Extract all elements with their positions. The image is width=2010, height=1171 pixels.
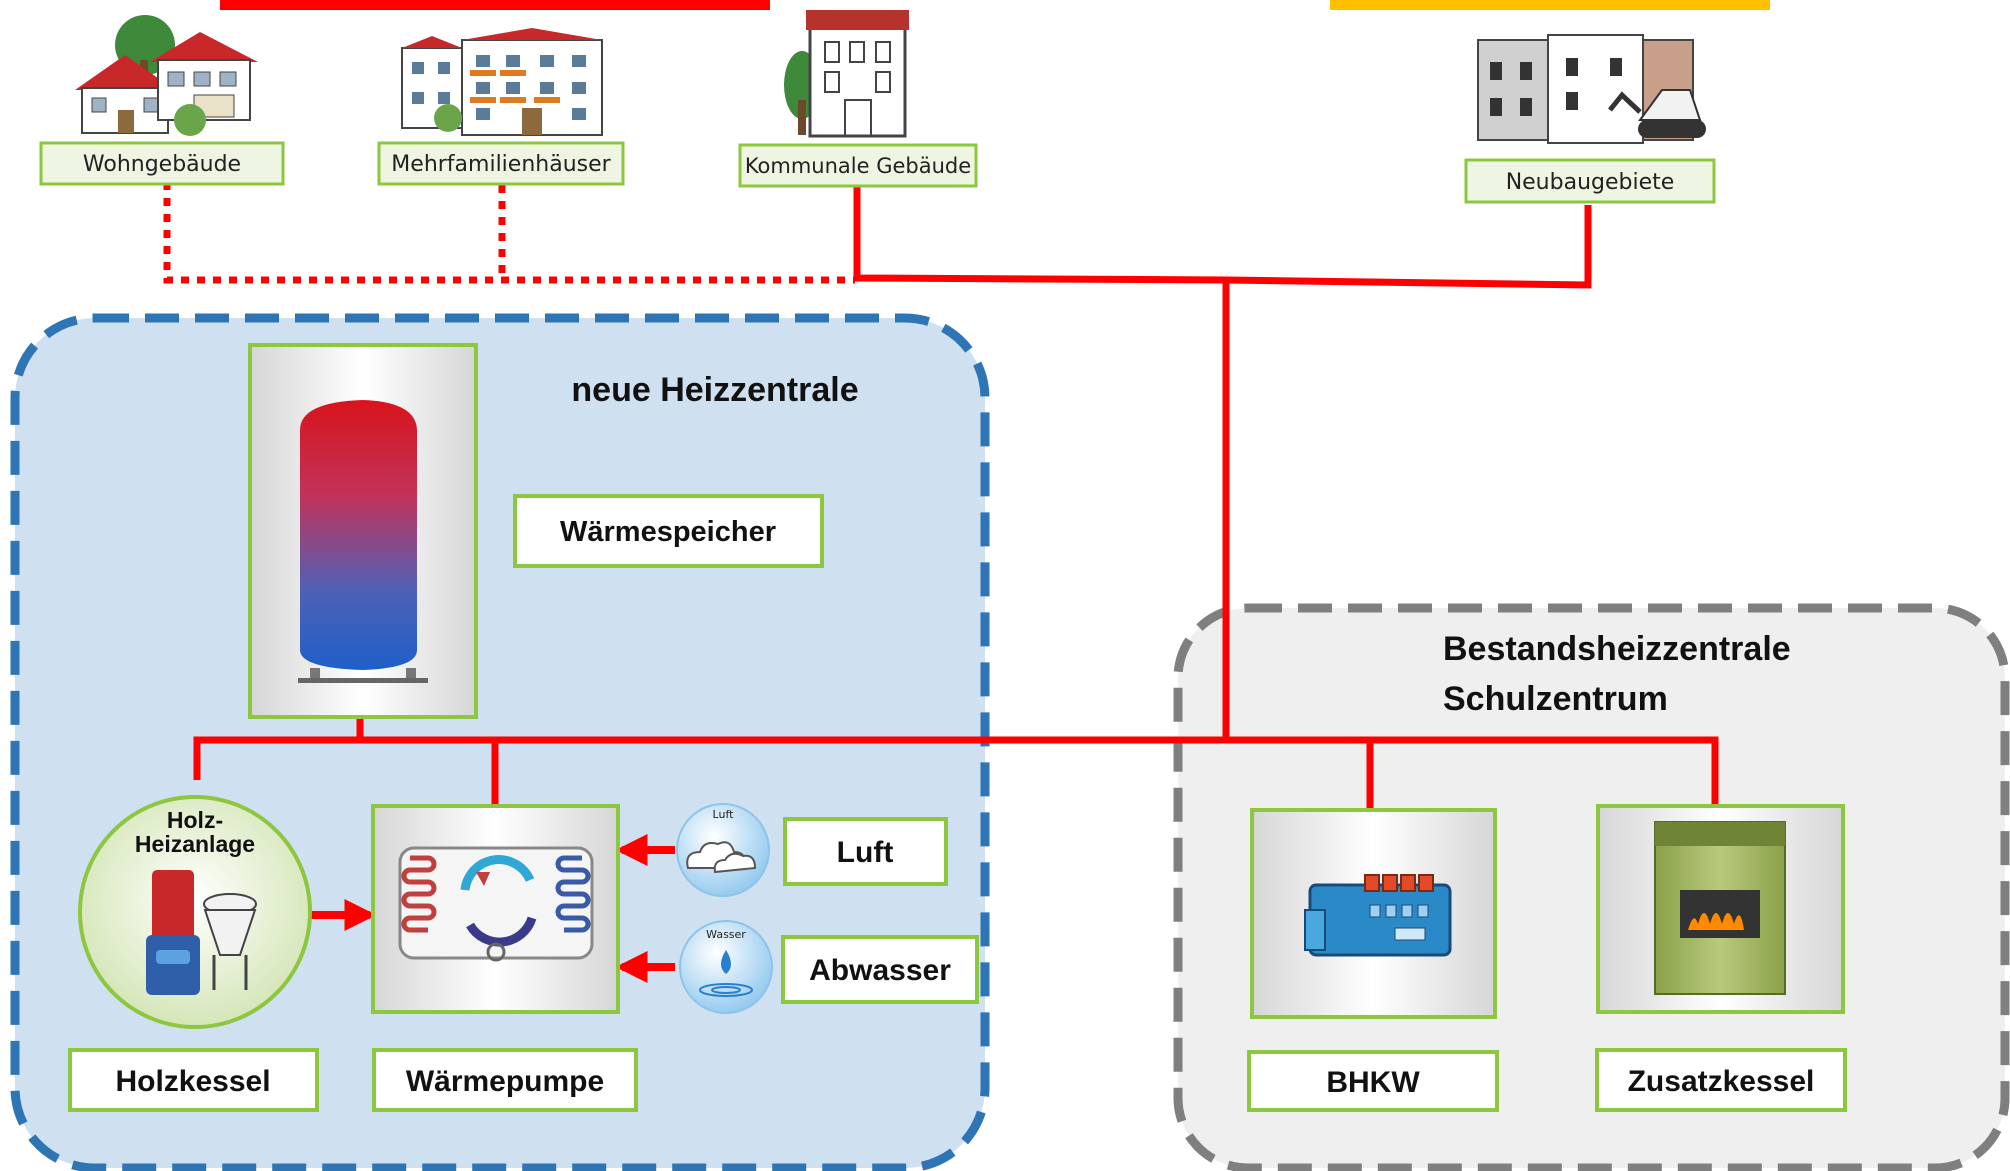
heat-storage-tank-icon <box>248 343 478 719</box>
label-heat-pump: Wärmepumpe <box>372 1048 638 1112</box>
label-residential-text: Wohngebäude <box>83 152 241 177</box>
label-multi-family: Mehrfamilienhäuser <box>377 141 625 186</box>
label-storage-text: Wärmespeicher <box>560 516 776 548</box>
label-chp: BHKW <box>1247 1050 1499 1112</box>
heat-pump-icon <box>371 804 620 1014</box>
label-wood-boiler-text: Holzkessel <box>115 1065 270 1098</box>
top-bar-yellow <box>1330 0 1770 10</box>
wood-icon-text-1: Holz- <box>167 807 223 833</box>
chp-unit-icon <box>1250 808 1497 1019</box>
water-icon-text: Wasser <box>706 928 746 941</box>
wood-icon-text-2: Heizanlage <box>135 831 255 857</box>
construction-site-icon <box>1477 34 1706 144</box>
label-air-text: Luft <box>837 836 894 869</box>
label-new-development: Neubaugebiete <box>1464 158 1716 204</box>
label-municipal-text: Kommunale Gebäude <box>745 154 971 178</box>
aux-boiler-icon <box>1596 804 1845 1014</box>
new-plant-title: neue Heizzentrale <box>571 371 858 409</box>
label-wood-boiler: Holzkessel <box>68 1048 319 1112</box>
wastewater-source-icon: Wasser <box>679 920 773 1014</box>
label-municipal: Kommunale Gebäude <box>738 143 978 188</box>
existing-plant-title-line2: Schulzentrum <box>1443 680 1668 718</box>
label-chp-text: BHKW <box>1326 1066 1420 1099</box>
municipal-building-icon <box>784 10 909 138</box>
label-residential: Wohngebäude <box>39 141 285 186</box>
apartment-buildings-icon <box>401 28 603 136</box>
label-aux-boiler-text: Zusatzkessel <box>1628 1065 1815 1098</box>
label-aux-boiler: Zusatzkessel <box>1595 1048 1847 1112</box>
label-multi-family-text: Mehrfamilienhäuser <box>391 152 611 177</box>
label-air: Luft <box>783 817 948 886</box>
label-wastewater: Abwasser <box>781 935 979 1004</box>
air-icon-text: Luft <box>713 808 735 821</box>
label-storage: Wärmespeicher <box>513 494 824 568</box>
houses-icon <box>75 15 258 136</box>
pipe-network <box>163 182 1719 808</box>
label-new-development-text: Neubaugebiete <box>1506 170 1675 195</box>
existing-plant-container <box>1173 603 2010 1171</box>
existing-plant-title-line1: Bestandsheizzentrale <box>1443 630 1791 668</box>
label-wastewater-text: Abwasser <box>809 954 951 987</box>
wood-heating-icon: Holz- Heizanlage <box>78 795 312 1029</box>
air-source-icon: Luft <box>676 803 770 897</box>
label-heat-pump-text: Wärmepumpe <box>406 1065 604 1098</box>
top-bar-red <box>220 0 770 10</box>
